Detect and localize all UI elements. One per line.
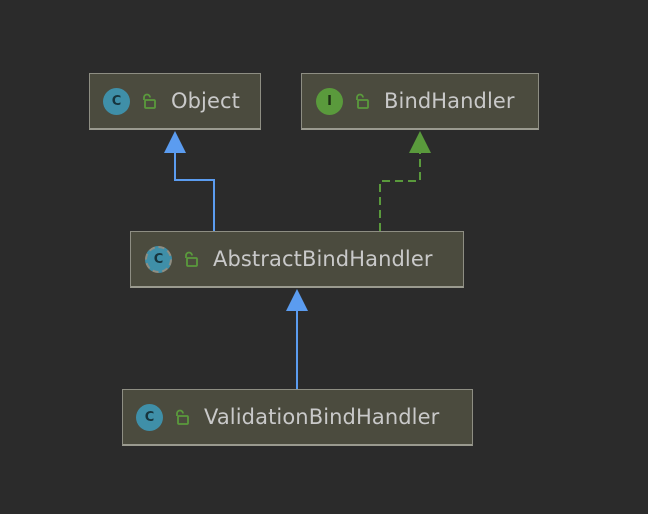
arrowhead-bindhandler	[409, 131, 431, 153]
class-icon: C	[136, 403, 163, 431]
abstract-class-icon: C	[145, 245, 172, 273]
edge-abstract-to-object	[174, 152, 215, 231]
unlocked-icon	[356, 93, 369, 109]
node-label-abstractbindhandler: AbstractBindHandler	[213, 247, 433, 271]
edge-abstract-to-bindhandler	[379, 152, 421, 231]
node-object[interactable]: C Object	[89, 73, 261, 130]
unlocked-icon	[143, 93, 156, 109]
node-label-validationbindhandler: ValidationBindHandler	[204, 405, 440, 429]
arrowhead-abstract	[286, 289, 308, 311]
arrowhead-object	[164, 131, 186, 153]
class-icon: C	[103, 87, 130, 115]
unlocked-icon	[185, 251, 198, 267]
unlocked-icon	[176, 409, 189, 425]
node-label-bindhandler: BindHandler	[384, 89, 515, 113]
node-abstractbindhandler[interactable]: C AbstractBindHandler	[130, 231, 464, 288]
interface-icon: I	[316, 87, 343, 115]
node-label-object: Object	[171, 89, 240, 113]
node-bindhandler[interactable]: I BindHandler	[301, 73, 539, 130]
node-validationbindhandler[interactable]: C ValidationBindHandler	[122, 389, 473, 446]
